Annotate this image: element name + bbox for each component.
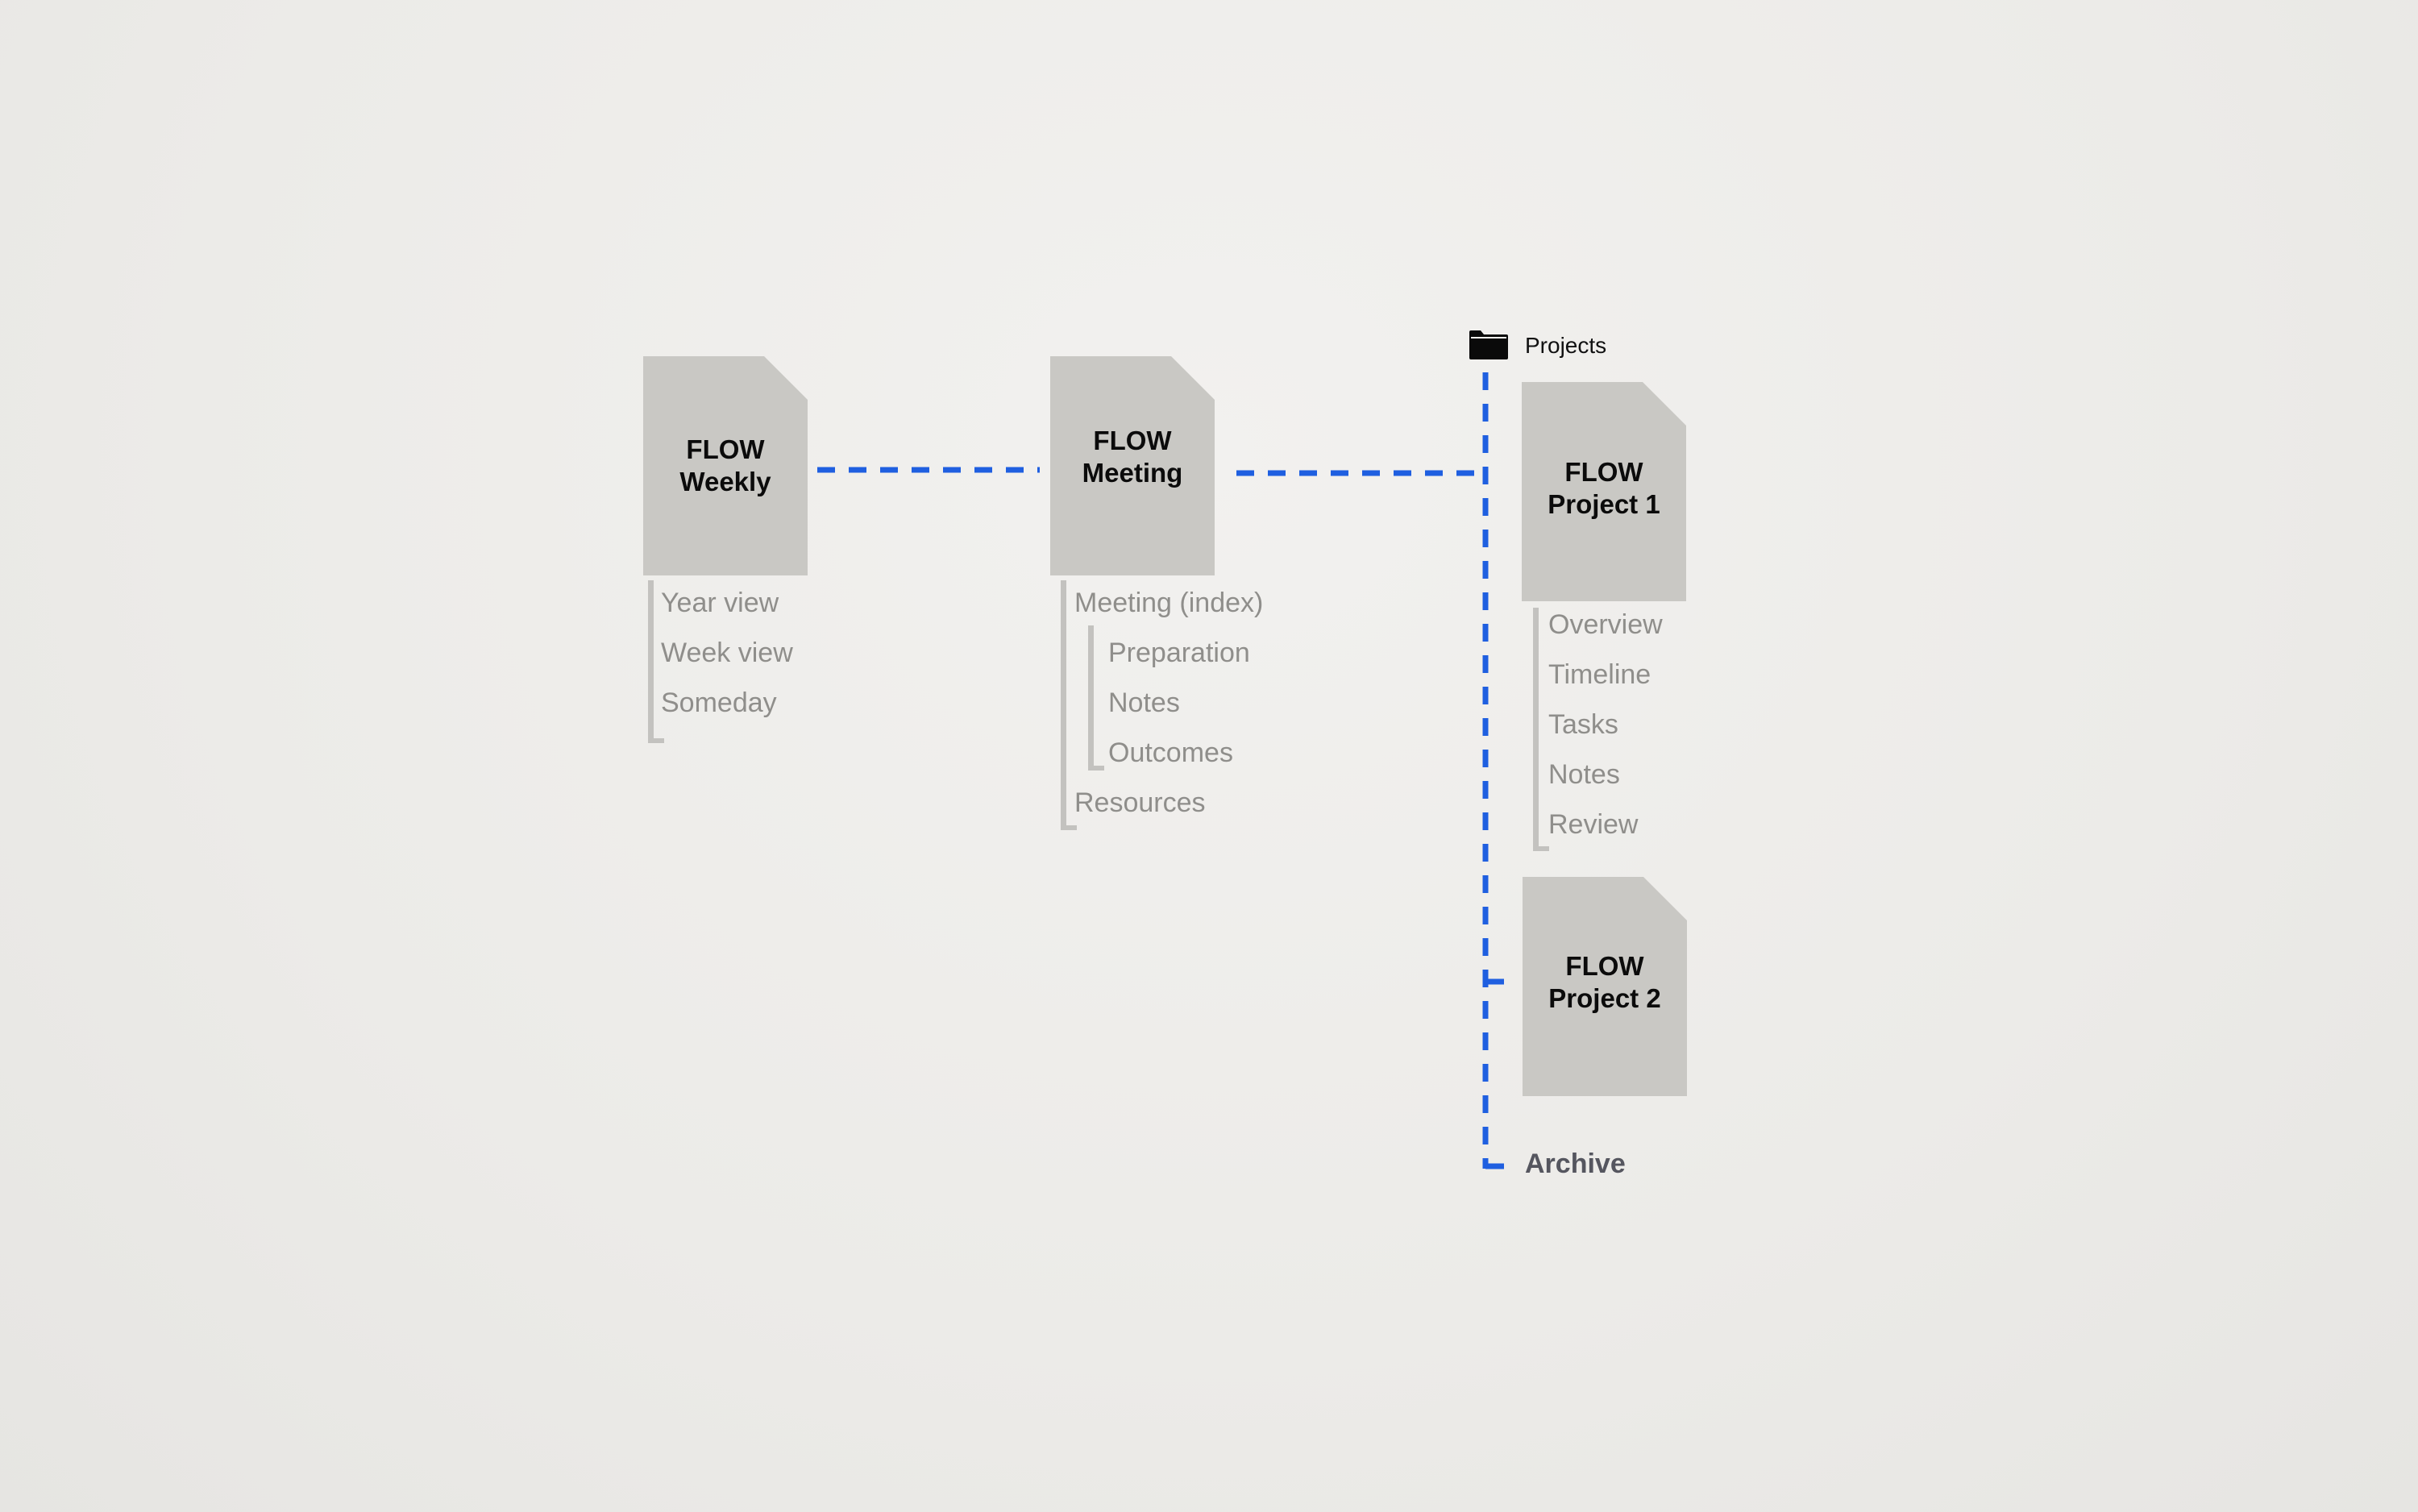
list-item-week-view[interactable]: Week view bbox=[661, 638, 793, 668]
doc-title: FLOW Project 1 bbox=[1548, 457, 1660, 519]
list-item-tasks[interactable]: Tasks bbox=[1548, 709, 1618, 740]
tree-foot-weekly bbox=[648, 738, 664, 743]
projects-folder-label[interactable]: Projects bbox=[1525, 333, 1607, 358]
list-item-year-view[interactable]: Year view bbox=[661, 588, 779, 618]
list-item-someday[interactable]: Someday bbox=[661, 687, 777, 718]
doc-flow-meeting[interactable]: FLOW Meeting bbox=[1050, 356, 1215, 575]
doc-flow-project-2[interactable]: FLOW Project 2 bbox=[1523, 877, 1687, 1096]
list-item-preparation[interactable]: Preparation bbox=[1108, 638, 1250, 668]
tree-foot-meeting-sub bbox=[1088, 766, 1104, 771]
doc-title: FLOW Weekly bbox=[679, 434, 771, 496]
list-item-review[interactable]: Review bbox=[1548, 809, 1639, 840]
list-item-resources[interactable]: Resources bbox=[1074, 787, 1206, 818]
document-icon bbox=[1523, 877, 1687, 1096]
tree-foot-project-1 bbox=[1533, 846, 1549, 851]
doc-flow-weekly[interactable]: FLOW Weekly bbox=[643, 356, 808, 575]
list-item-timeline[interactable]: Timeline bbox=[1548, 659, 1651, 690]
list-item-notes[interactable]: Notes bbox=[1108, 687, 1180, 718]
doc-flow-project-1[interactable]: FLOW Project 1 bbox=[1522, 382, 1686, 601]
list-item-meeting-index[interactable]: Meeting (index) bbox=[1074, 588, 1264, 618]
doc-title: FLOW Meeting bbox=[1082, 426, 1183, 488]
list-item-overview[interactable]: Overview bbox=[1548, 609, 1663, 640]
tree-line-meeting-sub bbox=[1088, 625, 1094, 771]
doc-title: FLOW Project 2 bbox=[1548, 951, 1661, 1013]
document-icon bbox=[1050, 356, 1215, 575]
document-icon bbox=[1522, 382, 1686, 601]
archive-label[interactable]: Archive bbox=[1525, 1149, 1626, 1179]
tree-line-meeting bbox=[1061, 580, 1066, 830]
list-item-project-notes[interactable]: Notes bbox=[1548, 759, 1620, 790]
tree-foot-meeting bbox=[1061, 825, 1077, 830]
tree-line-weekly bbox=[648, 580, 654, 743]
tree-line-project-1 bbox=[1533, 608, 1539, 851]
folder-icon[interactable] bbox=[1469, 330, 1508, 359]
list-item-outcomes[interactable]: Outcomes bbox=[1108, 737, 1233, 768]
document-icon bbox=[643, 356, 808, 575]
